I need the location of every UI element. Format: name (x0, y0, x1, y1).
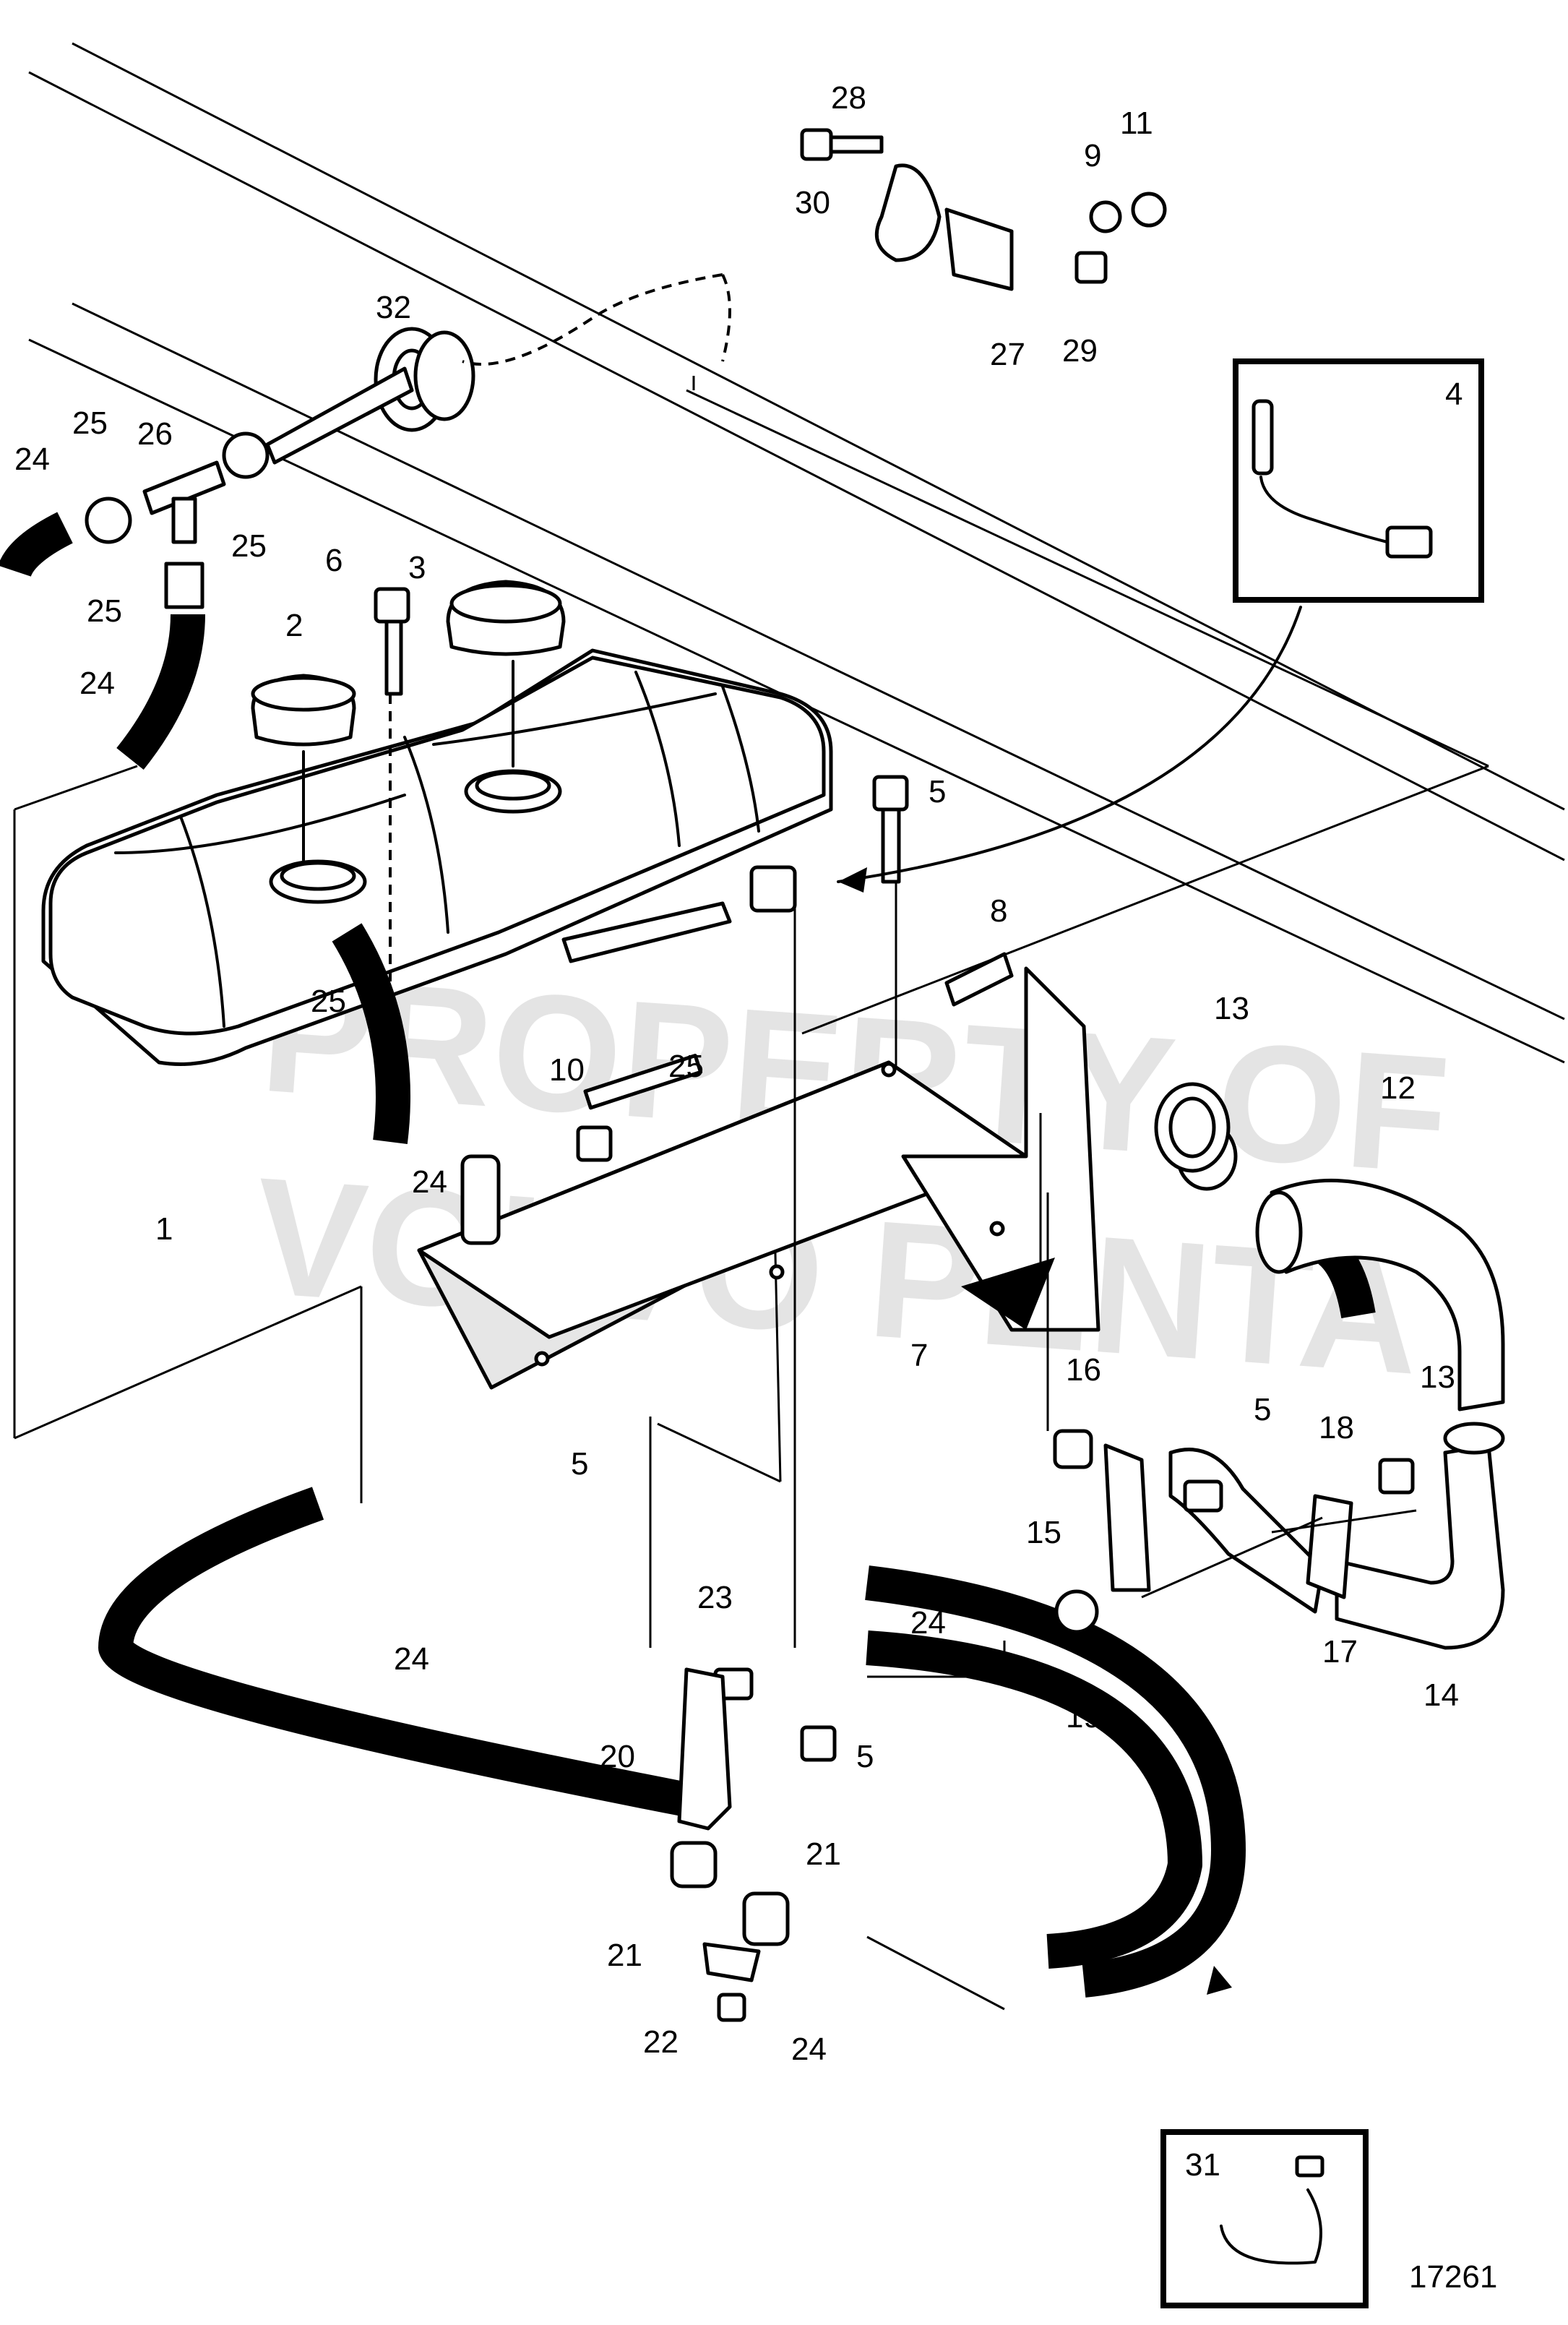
figure-number: 17261 (1409, 2259, 1497, 2295)
callout: 16 (1066, 1352, 1101, 1388)
callout: 13 (1420, 1359, 1455, 1395)
callout: 25 (311, 984, 346, 1019)
hoses (0, 512, 1376, 1998)
callout: 17 (1322, 1634, 1358, 1669)
callout: 21 (607, 1938, 642, 1973)
callout: 24 (79, 666, 115, 701)
sensor-inset-4 (1233, 358, 1484, 603)
callout: 13 (1214, 991, 1249, 1026)
expansion-tank (41, 648, 833, 1066)
callout: 5 (929, 774, 946, 809)
callout: 24 (394, 1641, 429, 1677)
callout: 5 (571, 1446, 588, 1482)
leader-lines (389, 273, 1417, 2011)
callout: 24 (910, 1605, 946, 1641)
callout: 25 (231, 528, 267, 564)
callout: 4 (1445, 377, 1463, 412)
callout: 8 (990, 893, 1007, 929)
caps (251, 580, 566, 861)
callout: 21 (806, 1836, 841, 1872)
callout: 19 (1066, 1699, 1101, 1735)
callout: 7 (910, 1338, 928, 1373)
callout: 3 (408, 550, 426, 585)
callout: 32 (376, 290, 411, 325)
callout: 1 (155, 1211, 173, 1247)
callout: 15 (1026, 1515, 1061, 1550)
callout: 25 (72, 405, 108, 441)
callout-labels: 28 30 9 11 27 29 32 4 24 25 26 25 25 24 … (14, 80, 1497, 2295)
callout: 2 (285, 608, 303, 643)
callout: 24 (14, 442, 50, 477)
callout: 14 (1423, 1677, 1459, 1713)
callout: 20 (600, 1739, 635, 1774)
callout: 25 (87, 593, 122, 629)
callout: 12 (1380, 1070, 1416, 1106)
callout: 26 (137, 416, 173, 452)
callout: 27 (990, 337, 1025, 372)
callout: 30 (795, 185, 830, 220)
frame-reference-lines (13, 42, 1565, 1503)
callout: 23 (697, 1580, 733, 1615)
callout: 25 (668, 1049, 704, 1084)
callout: 22 (643, 2024, 679, 2060)
callout: 31 (1185, 2147, 1220, 2183)
callout: 29 (1062, 333, 1098, 369)
harness-inset-31 (1160, 2129, 1369, 2308)
callout: 9 (1084, 138, 1101, 173)
callout: 28 (831, 80, 866, 116)
callout: 5 (856, 1739, 874, 1774)
callout: 24 (412, 1164, 447, 1200)
callout: 10 (549, 1052, 585, 1088)
callout: 5 (1254, 1392, 1271, 1427)
callout: 24 (791, 2032, 827, 2067)
hardware (85, 128, 1415, 2022)
callout: 18 (1319, 1410, 1354, 1445)
callout: 11 (1120, 106, 1153, 141)
callout: 6 (325, 543, 343, 578)
tank-bracket (417, 966, 1100, 1390)
